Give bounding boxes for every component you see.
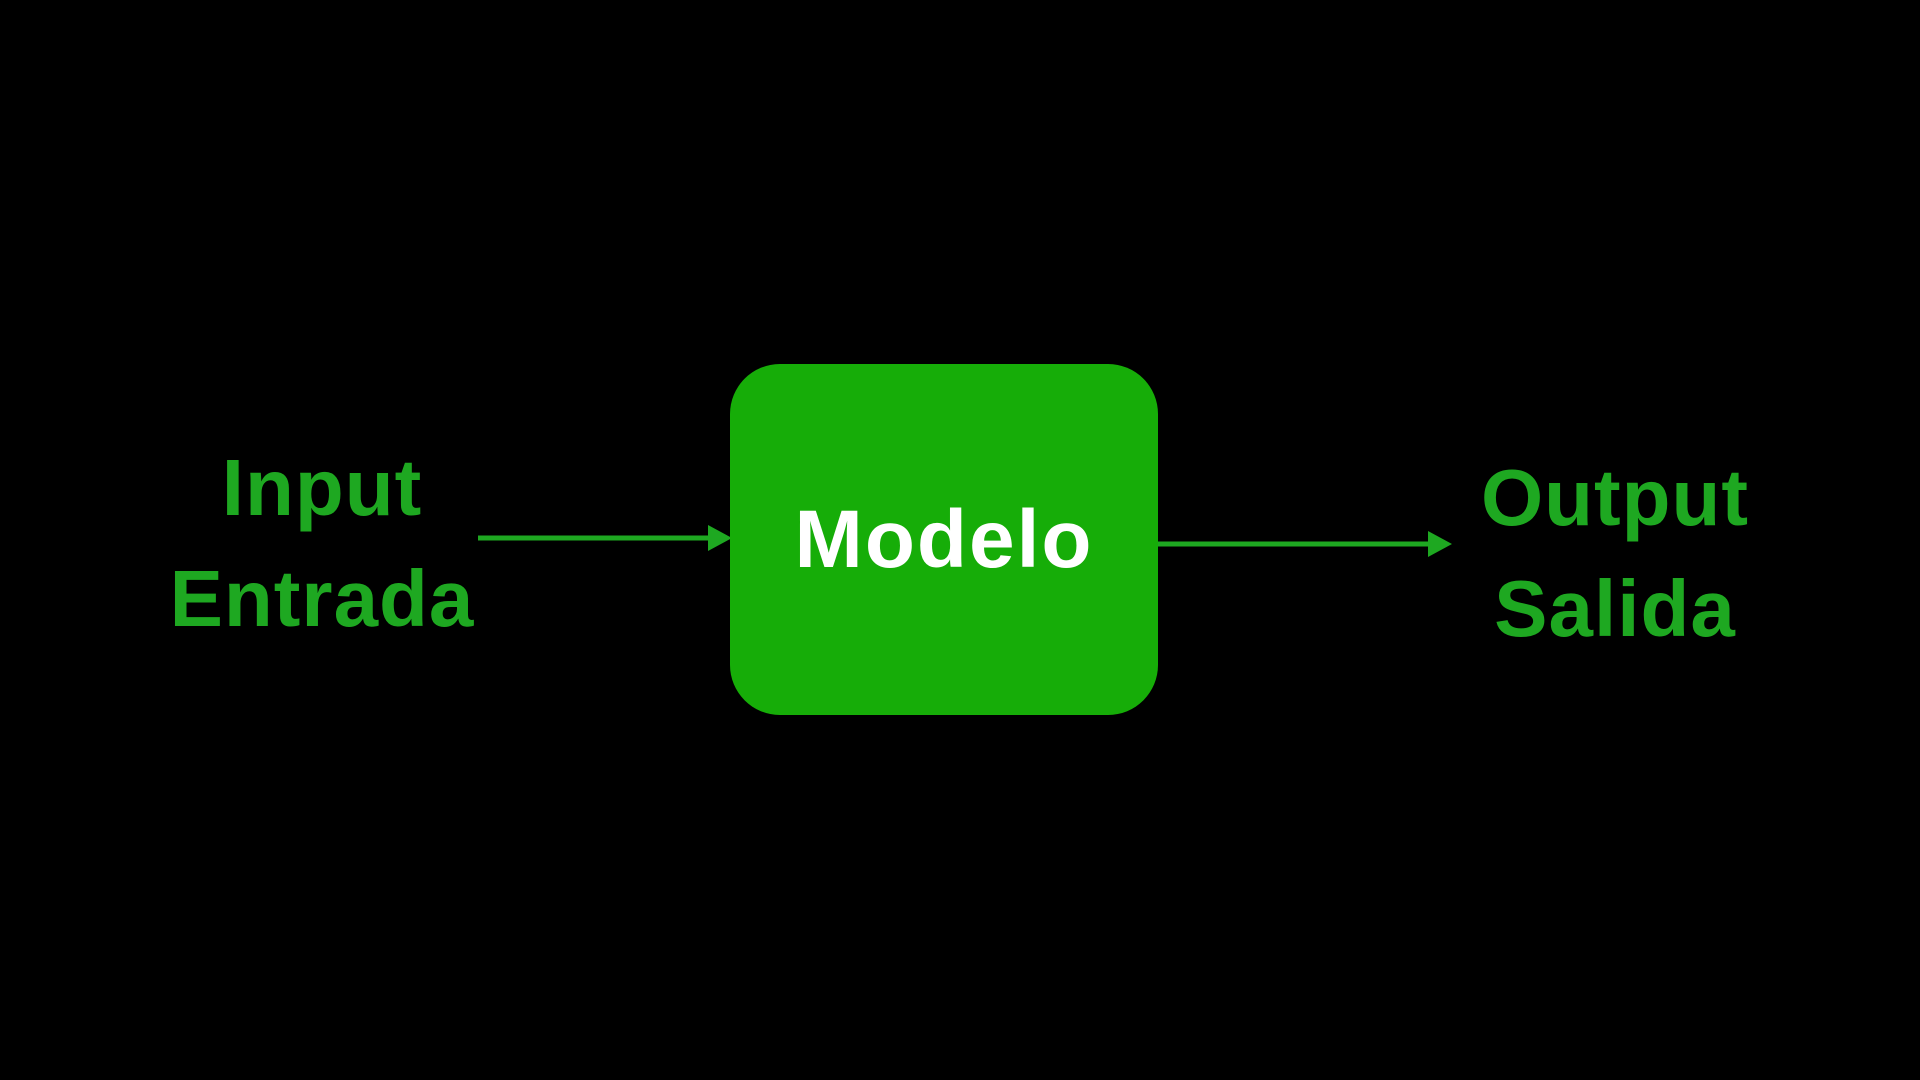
output-label-line1: Output [1480, 453, 1750, 542]
model-box: Modelo [730, 364, 1158, 715]
input-arrowhead-icon [708, 525, 732, 551]
output-label-line2: Salida [1494, 564, 1736, 653]
model-box-label: Modelo [794, 493, 1094, 585]
input-label: Input Entrada [112, 432, 532, 654]
input-label-line2: Entrada [169, 554, 475, 643]
input-label-line1: Input [221, 443, 423, 532]
output-label: Output Salida [1405, 442, 1825, 664]
